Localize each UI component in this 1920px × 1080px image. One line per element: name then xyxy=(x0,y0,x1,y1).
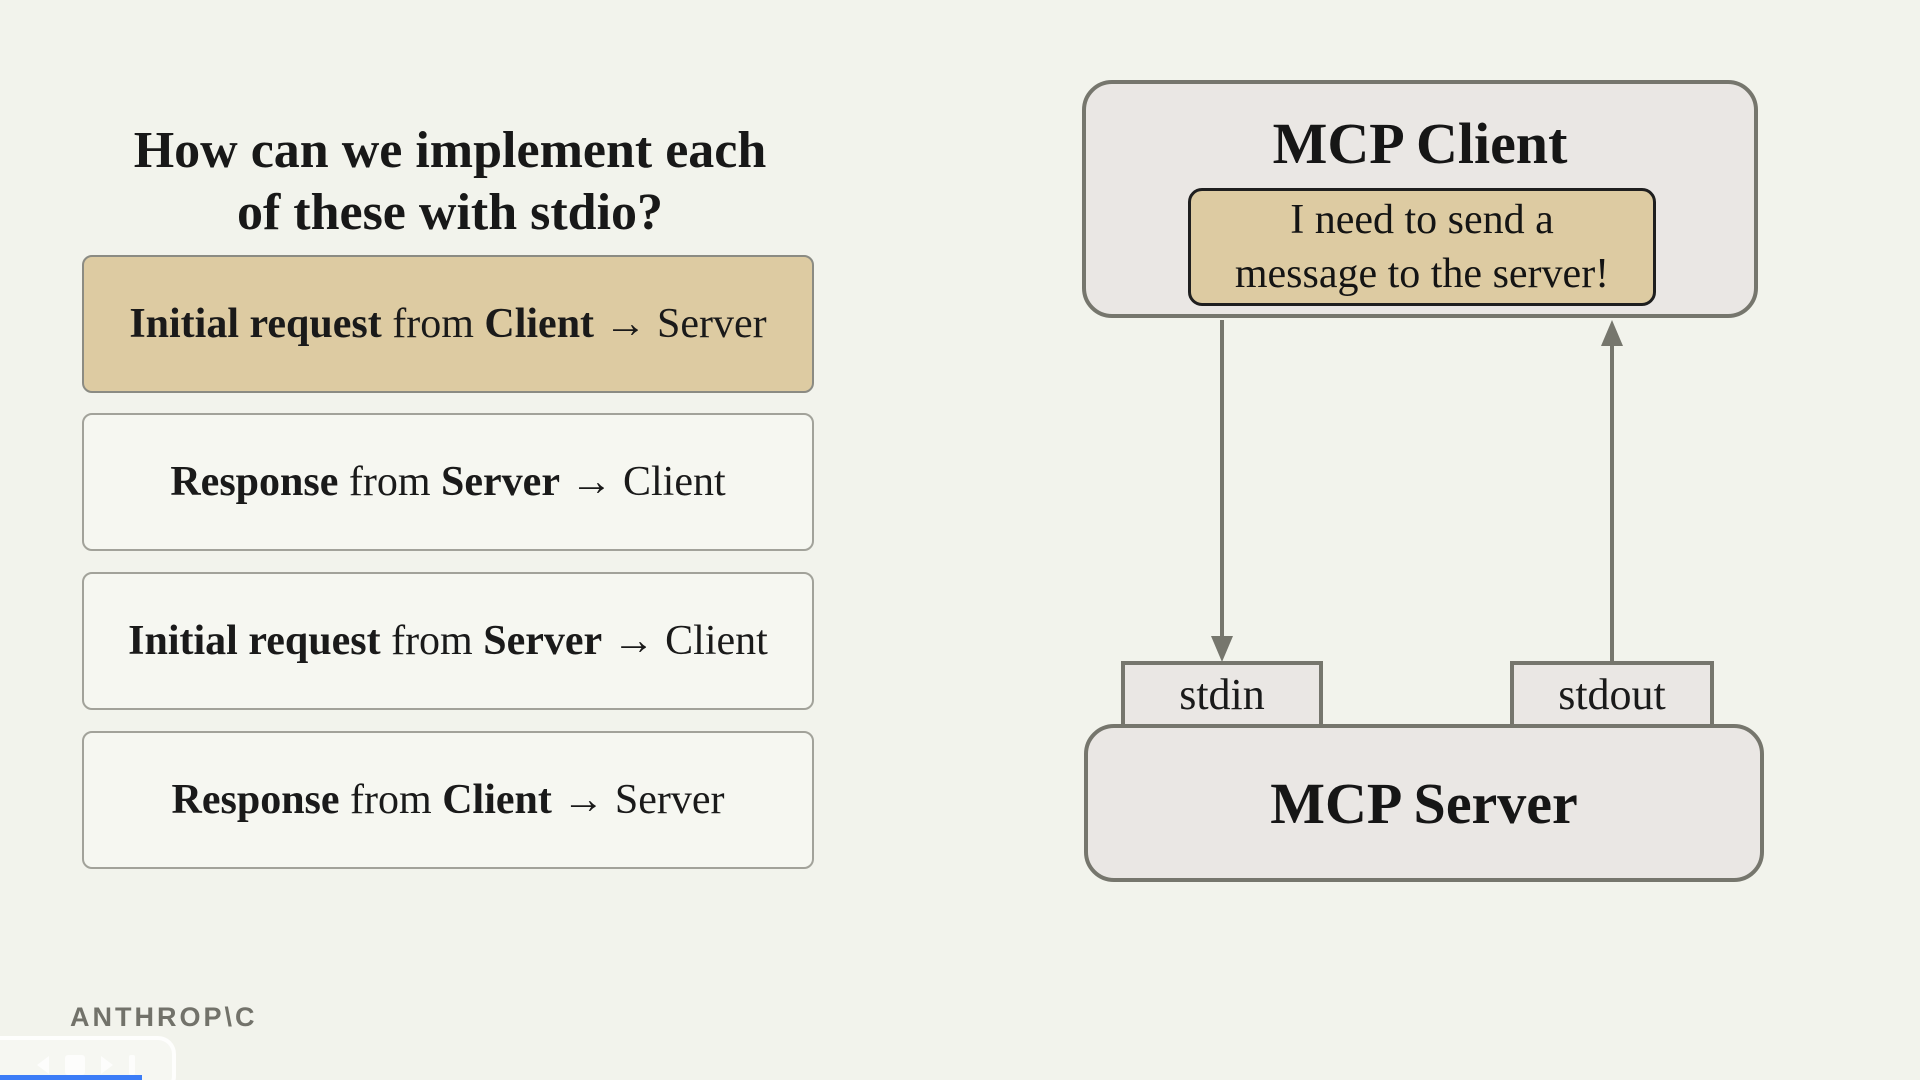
video-player-controls[interactable] xyxy=(0,1036,176,1080)
step-plain: from xyxy=(381,301,485,347)
step-emphasis: Initial request xyxy=(128,618,381,664)
thought-line1: I need to send a xyxy=(1290,197,1554,243)
step-emphasis: Response xyxy=(171,777,340,823)
step-label: Initial request from Server → Client xyxy=(128,617,768,665)
step-response-server-to-client: Response from Server → Client xyxy=(82,413,814,551)
player-rewind-icon[interactable] xyxy=(37,1056,49,1074)
step-plain: from xyxy=(339,777,443,823)
player-stop-icon[interactable] xyxy=(65,1055,85,1075)
step-plain: → Client xyxy=(559,459,726,505)
step-emphasis: Server xyxy=(441,459,560,505)
step-label: Initial request from Client → Server xyxy=(129,300,766,348)
player-pause-icon[interactable] xyxy=(129,1055,135,1075)
thought-line2: message to the server! xyxy=(1234,251,1610,297)
step-emphasis: Server xyxy=(483,618,603,664)
step-emphasis: Client xyxy=(484,301,595,347)
stdout-tab: stdout xyxy=(1510,661,1714,728)
step-initial-request-server-to-client: Initial request from Server → Client xyxy=(82,572,814,710)
mcp-client-title: MCP Client xyxy=(1272,111,1568,176)
step-plain: → Client xyxy=(602,618,768,664)
step-plain: → Server xyxy=(594,301,767,347)
mcp-server-box: MCP Server xyxy=(1084,724,1764,882)
step-emphasis: Initial request xyxy=(129,301,382,347)
mcp-client-box: MCP Client I need to send a message to t… xyxy=(1082,80,1758,318)
step-initial-request-client-to-server: Initial request from Client → Server xyxy=(82,255,814,393)
slide-title-line1: How can we implement each xyxy=(133,122,767,179)
step-emphasis: Response xyxy=(170,459,339,505)
arrow-client-to-stdin xyxy=(1220,320,1224,636)
client-thought-bubble: I need to send a message to the server! xyxy=(1188,188,1656,306)
step-response-client-to-server: Response from Client → Server xyxy=(82,731,814,869)
stdout-label: stdout xyxy=(1558,670,1666,719)
stdin-label: stdin xyxy=(1179,670,1265,719)
step-plain: from xyxy=(338,459,442,505)
arrowhead-up-icon xyxy=(1601,320,1623,346)
player-forward-icon[interactable] xyxy=(101,1056,113,1074)
step-label: Response from Server → Client xyxy=(170,458,725,506)
arrowhead-down-icon xyxy=(1211,636,1233,662)
slide-title-line2: of these with stdio? xyxy=(236,184,664,241)
step-label: Response from Client → Server xyxy=(172,776,725,824)
video-progress-bar[interactable] xyxy=(0,1075,142,1080)
stdin-tab: stdin xyxy=(1121,661,1323,728)
anthropic-logo: ANTHROP\C xyxy=(70,1002,258,1032)
slide-title: How can we implement each of these with … xyxy=(80,120,820,244)
step-plain: from xyxy=(380,618,484,664)
step-plain: → Server xyxy=(551,777,725,823)
step-emphasis: Client xyxy=(442,777,552,823)
arrow-stdout-to-client xyxy=(1610,344,1614,663)
mcp-server-title: MCP Server xyxy=(1270,770,1578,836)
